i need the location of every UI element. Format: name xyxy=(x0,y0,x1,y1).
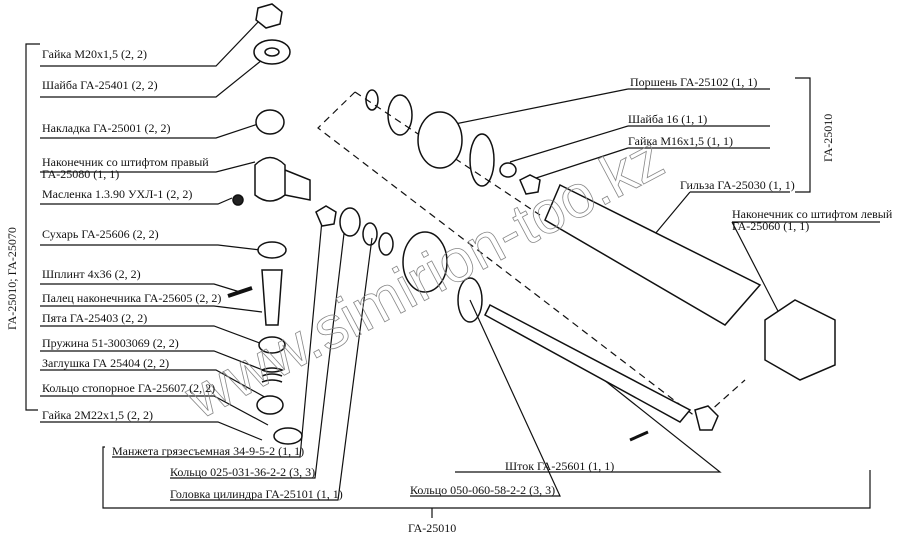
label-cylinder-head: Головка цилиндра ГА-25101 (1, 1) xyxy=(170,487,343,501)
cylinder-sleeve xyxy=(544,183,762,326)
dust-seal xyxy=(339,207,361,237)
ring-1 xyxy=(365,89,379,111)
group-label-right: ГА-25010 xyxy=(821,113,835,162)
label-cotter: Шплинт 4х36 (2, 2) xyxy=(42,267,141,281)
cover-ga25001 xyxy=(255,109,285,135)
piston xyxy=(417,111,463,169)
label-rod: Шток ГА-25601 (1, 1) xyxy=(505,459,615,473)
label-cracker: Сухарь ГА-25606 (2, 2) xyxy=(42,227,159,241)
label-sleeve: Гильза ГА-25030 (1, 1) xyxy=(680,178,795,192)
grease-nipple xyxy=(232,194,244,206)
nut-m20 xyxy=(255,3,283,29)
label-plug: Заглушка ГА 25404 (2, 2) xyxy=(42,356,170,370)
ring-025b xyxy=(378,232,394,256)
cracker xyxy=(257,241,287,259)
nut-m16 xyxy=(519,174,541,195)
label-nut-m20: Гайка М20х1,5 (2, 2) xyxy=(42,47,148,61)
label-right-tip-code: ГА-25080 (1, 1) xyxy=(42,167,120,181)
label-tip-pin: Палец наконечника ГА-25605 (2, 2) xyxy=(42,291,222,305)
ring-2 xyxy=(387,94,413,136)
cylinder-head xyxy=(402,231,448,293)
dashed-outline xyxy=(317,91,746,421)
heel xyxy=(258,336,286,354)
group-label-left: ГА-25010; ГА-25070 xyxy=(5,227,19,330)
rod-cotter-pin xyxy=(629,430,649,442)
right-tip xyxy=(254,156,311,202)
label-piston: Поршень ГА-25102 (1, 1) xyxy=(630,75,758,89)
label-heel: Пята ГА-25403 (2, 2) xyxy=(42,311,148,325)
label-dust-seal: Манжета грязесъемная 34-9-5-2 (1, 1) xyxy=(112,444,305,458)
ring-025 xyxy=(362,222,378,246)
label-nut-m16: Гайка М16х1,5 (1, 1) xyxy=(628,134,734,148)
group-label-bottom: ГА-25010 xyxy=(408,521,457,535)
label-washer-ga25401: Шайба ГА-25401 (2, 2) xyxy=(42,78,158,92)
spring xyxy=(261,367,285,383)
nut-2m22 xyxy=(315,205,337,227)
plug xyxy=(256,395,284,415)
rod xyxy=(484,303,692,423)
left-tip xyxy=(764,299,836,381)
label-nut-2m22: Гайка 2М22х1,5 (2, 2) xyxy=(42,408,154,422)
left-bracket xyxy=(25,43,40,411)
ring-050 xyxy=(457,277,483,323)
tip-pin xyxy=(261,269,283,326)
cotter-pin xyxy=(227,286,253,298)
bottom-bracket xyxy=(102,446,871,509)
label-grease-nipple: Масленка 1.3.90 УХЛ-1 (2, 2) xyxy=(42,187,193,201)
label-retaining-ring: Кольцо стопорное ГА-25607 (2, 2) xyxy=(42,381,216,395)
label-ring-025: Кольцо 025-031-36-2-2 (3, 3) xyxy=(170,465,316,479)
watermark: www.simirion-too.kz xyxy=(174,123,674,431)
rod-nut xyxy=(694,405,719,431)
label-right-tip: Наконечник со штифтом правый xyxy=(42,155,209,169)
washer-16 xyxy=(499,162,517,178)
retaining-ring xyxy=(273,427,303,445)
label-left-tip: Наконечник со штифтом левый xyxy=(732,207,893,221)
label-washer-16: Шайба 16 (1, 1) xyxy=(628,112,708,126)
label-spring: Пружина 51-3003069 (2, 2) xyxy=(42,336,179,350)
right-bracket xyxy=(795,77,811,193)
label-ring-050: Кольцо 050-060-58-2-2 (3, 3) xyxy=(410,483,556,497)
label-cover: Накладка ГА-25001 (2, 2) xyxy=(42,121,171,135)
label-left-tip-code: ГА-25060 (1, 1) xyxy=(732,219,810,233)
ring-3 xyxy=(469,133,495,187)
